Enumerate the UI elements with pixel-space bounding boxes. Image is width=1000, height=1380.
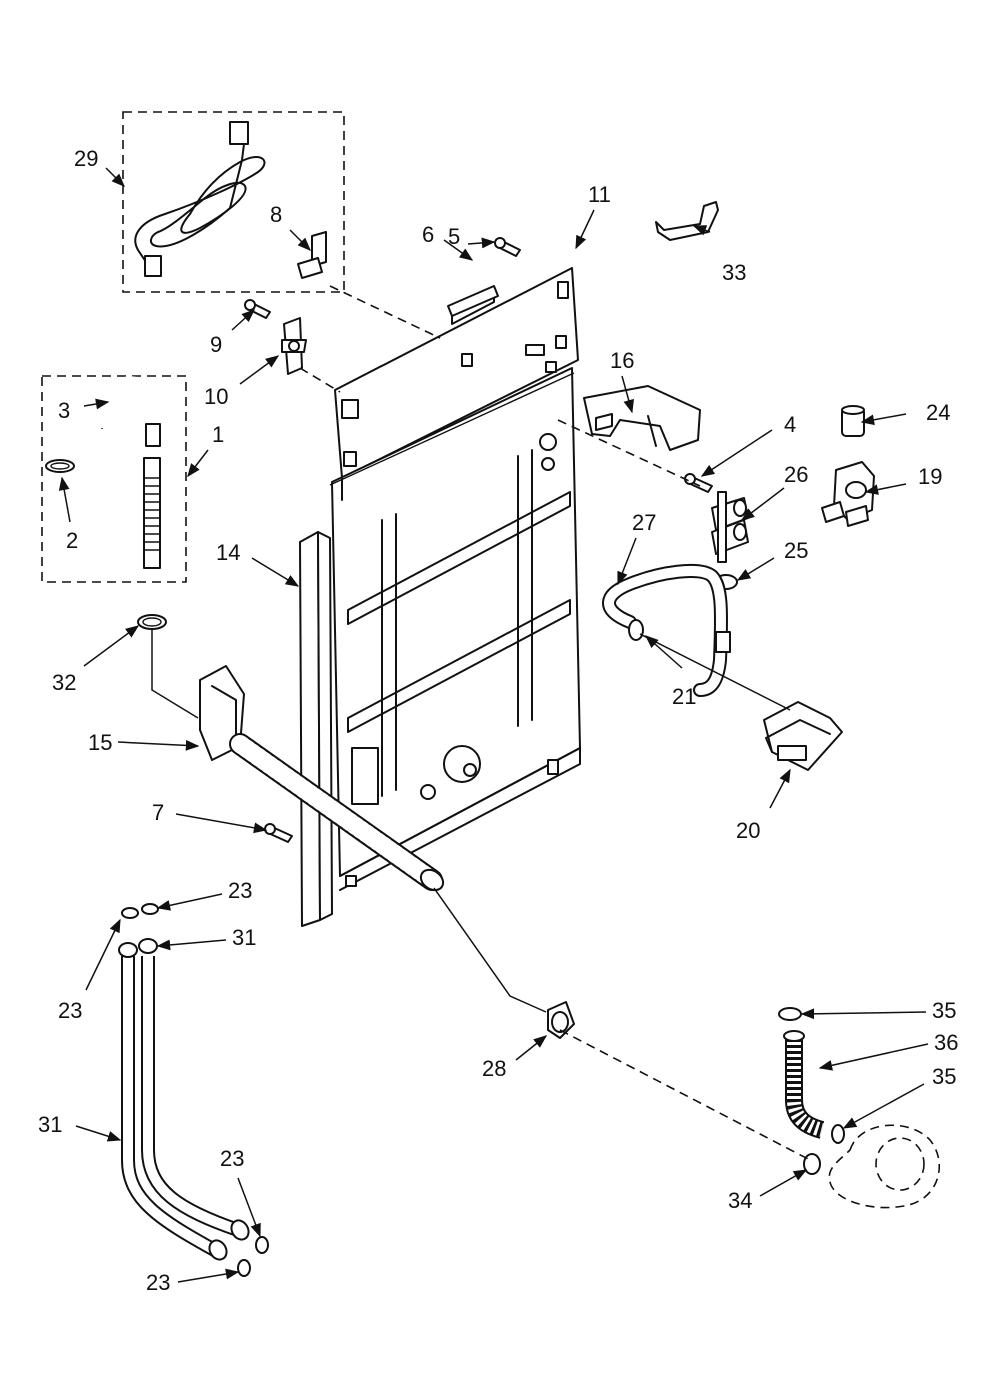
label-23-d: 23 bbox=[146, 1270, 170, 1295]
label-16: 16 bbox=[610, 348, 634, 373]
label-20: 20 bbox=[736, 818, 760, 843]
label-14: 14 bbox=[216, 540, 240, 565]
bracket-33 bbox=[655, 201, 719, 241]
label-4: 4 bbox=[784, 412, 796, 437]
cord-clip bbox=[297, 231, 327, 279]
power-cord bbox=[134, 121, 266, 277]
label-27: 27 bbox=[632, 510, 656, 535]
drain-hose-extension bbox=[143, 457, 161, 569]
fill-hose bbox=[602, 564, 731, 697]
drain-hose-kit-group-box bbox=[41, 375, 187, 583]
washers-23 bbox=[121, 903, 269, 1277]
label-2: 2 bbox=[66, 528, 78, 553]
screw-4 bbox=[684, 473, 713, 493]
label-31-b: 31 bbox=[38, 1112, 62, 1137]
label-32: 32 bbox=[52, 670, 76, 695]
hinge-bracket bbox=[281, 317, 307, 375]
label-6: 6 bbox=[422, 222, 434, 247]
inlet-hoses bbox=[118, 938, 250, 1261]
label-19: 19 bbox=[918, 464, 942, 489]
label-24: 24 bbox=[926, 400, 950, 425]
label-35-a: 35 bbox=[932, 998, 956, 1023]
label-8: 8 bbox=[270, 202, 282, 227]
hose-clamp-2 bbox=[45, 459, 75, 473]
cap-24 bbox=[841, 405, 865, 437]
label-23-c: 23 bbox=[220, 1146, 244, 1171]
valve-19 bbox=[821, 461, 875, 527]
label-23-b: 23 bbox=[58, 998, 82, 1023]
pump-phantom bbox=[828, 1124, 941, 1209]
label-26: 26 bbox=[784, 462, 808, 487]
clamp-35-bottom bbox=[831, 1124, 845, 1144]
label-3: 3 bbox=[58, 398, 70, 423]
pump-hose-36 bbox=[783, 1030, 825, 1139]
label-25: 25 bbox=[784, 538, 808, 563]
clamp-21 bbox=[628, 619, 644, 641]
label-7: 7 bbox=[152, 800, 164, 825]
label-33: 33 bbox=[722, 260, 746, 285]
drain-hook bbox=[98, 376, 161, 447]
power-cord-group-box bbox=[122, 111, 345, 293]
leader-arrows bbox=[58, 167, 929, 1283]
rear-panel bbox=[329, 267, 581, 891]
screw-7 bbox=[264, 823, 293, 843]
clamp-34 bbox=[803, 1153, 821, 1175]
label-31-a: 31 bbox=[232, 925, 256, 950]
water-valve bbox=[711, 491, 749, 563]
label-28: 28 bbox=[482, 1056, 506, 1081]
label-15: 15 bbox=[88, 730, 112, 755]
screw-5 bbox=[494, 237, 521, 257]
label-34: 34 bbox=[728, 1188, 752, 1213]
label-23-a: 23 bbox=[228, 878, 252, 903]
label-1: 1 bbox=[212, 422, 224, 447]
label-36: 36 bbox=[934, 1030, 958, 1055]
label-9: 9 bbox=[210, 332, 222, 357]
drain-hose bbox=[229, 733, 445, 892]
label-29: 29 bbox=[74, 146, 98, 171]
label-21: 21 bbox=[672, 684, 696, 709]
label-11: 11 bbox=[588, 182, 611, 207]
label-35-b: 35 bbox=[932, 1064, 956, 1089]
clamp-32 bbox=[137, 614, 167, 630]
side-trim bbox=[299, 531, 333, 927]
hose-clip-28 bbox=[547, 1001, 575, 1039]
part-labels: 29 8 5 6 11 33 9 10 3 1 2 16 4 24 26 19 … bbox=[38, 146, 958, 1295]
label-5: 5 bbox=[448, 224, 460, 249]
clamp-35-top bbox=[778, 1007, 802, 1021]
shield-16 bbox=[583, 385, 701, 451]
dispenser-20 bbox=[763, 701, 843, 771]
label-10: 10 bbox=[204, 384, 228, 409]
assembly-lines bbox=[151, 285, 811, 1161]
panel-clip bbox=[447, 285, 499, 317]
